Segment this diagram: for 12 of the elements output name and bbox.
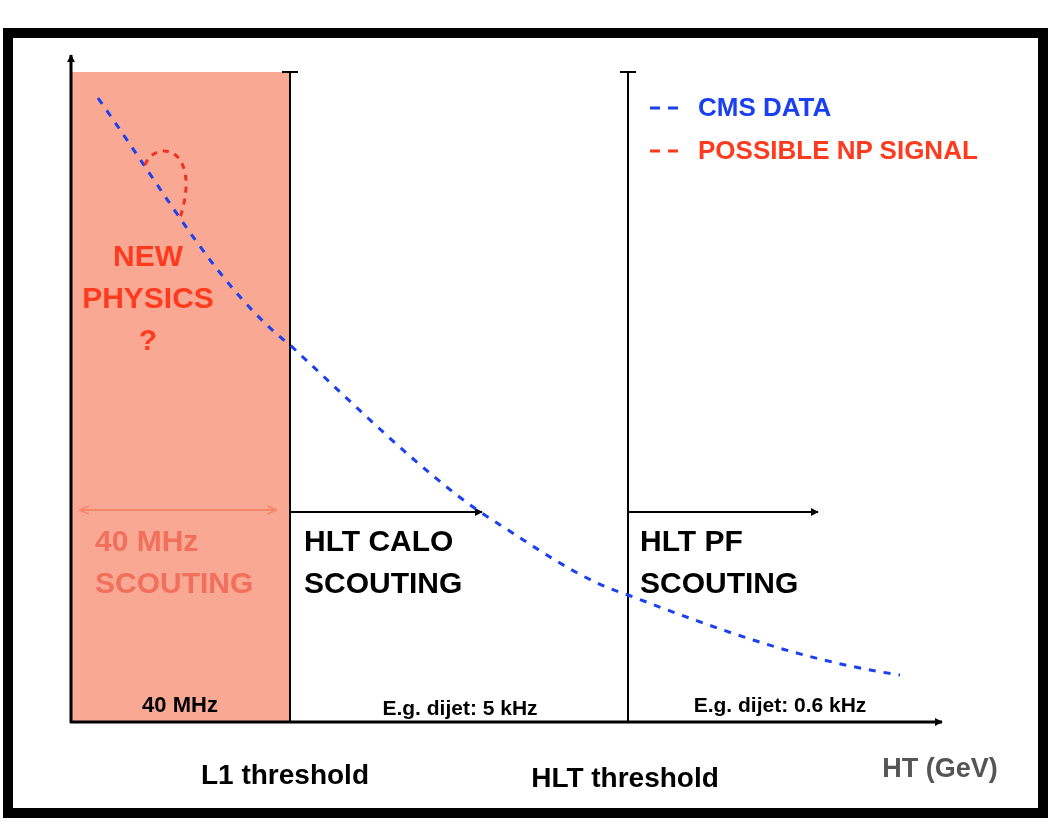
region-label: 40 MHz SCOUTING [95, 523, 255, 601]
region-label: HLT CALO SCOUTING [304, 523, 464, 601]
legend-text: POSSIBLE NP SIGNAL [698, 135, 978, 166]
rate-label: 40 MHz [141, 691, 219, 719]
rate-label: E.g. dijet: 0.6 kHz [692, 692, 868, 718]
rate-label: E.g. dijet: 5 kHz [381, 695, 539, 721]
region-label: HLT PF SCOUTING [640, 523, 800, 601]
legend-text: CMS DATA [698, 92, 832, 123]
annotation-text: NEW PHYSICS ? [81, 238, 215, 358]
axis-label: HT (GeV) [881, 752, 999, 785]
threshold-label: HLT threshold [530, 761, 720, 795]
threshold-label: L1 threshold [200, 758, 370, 792]
